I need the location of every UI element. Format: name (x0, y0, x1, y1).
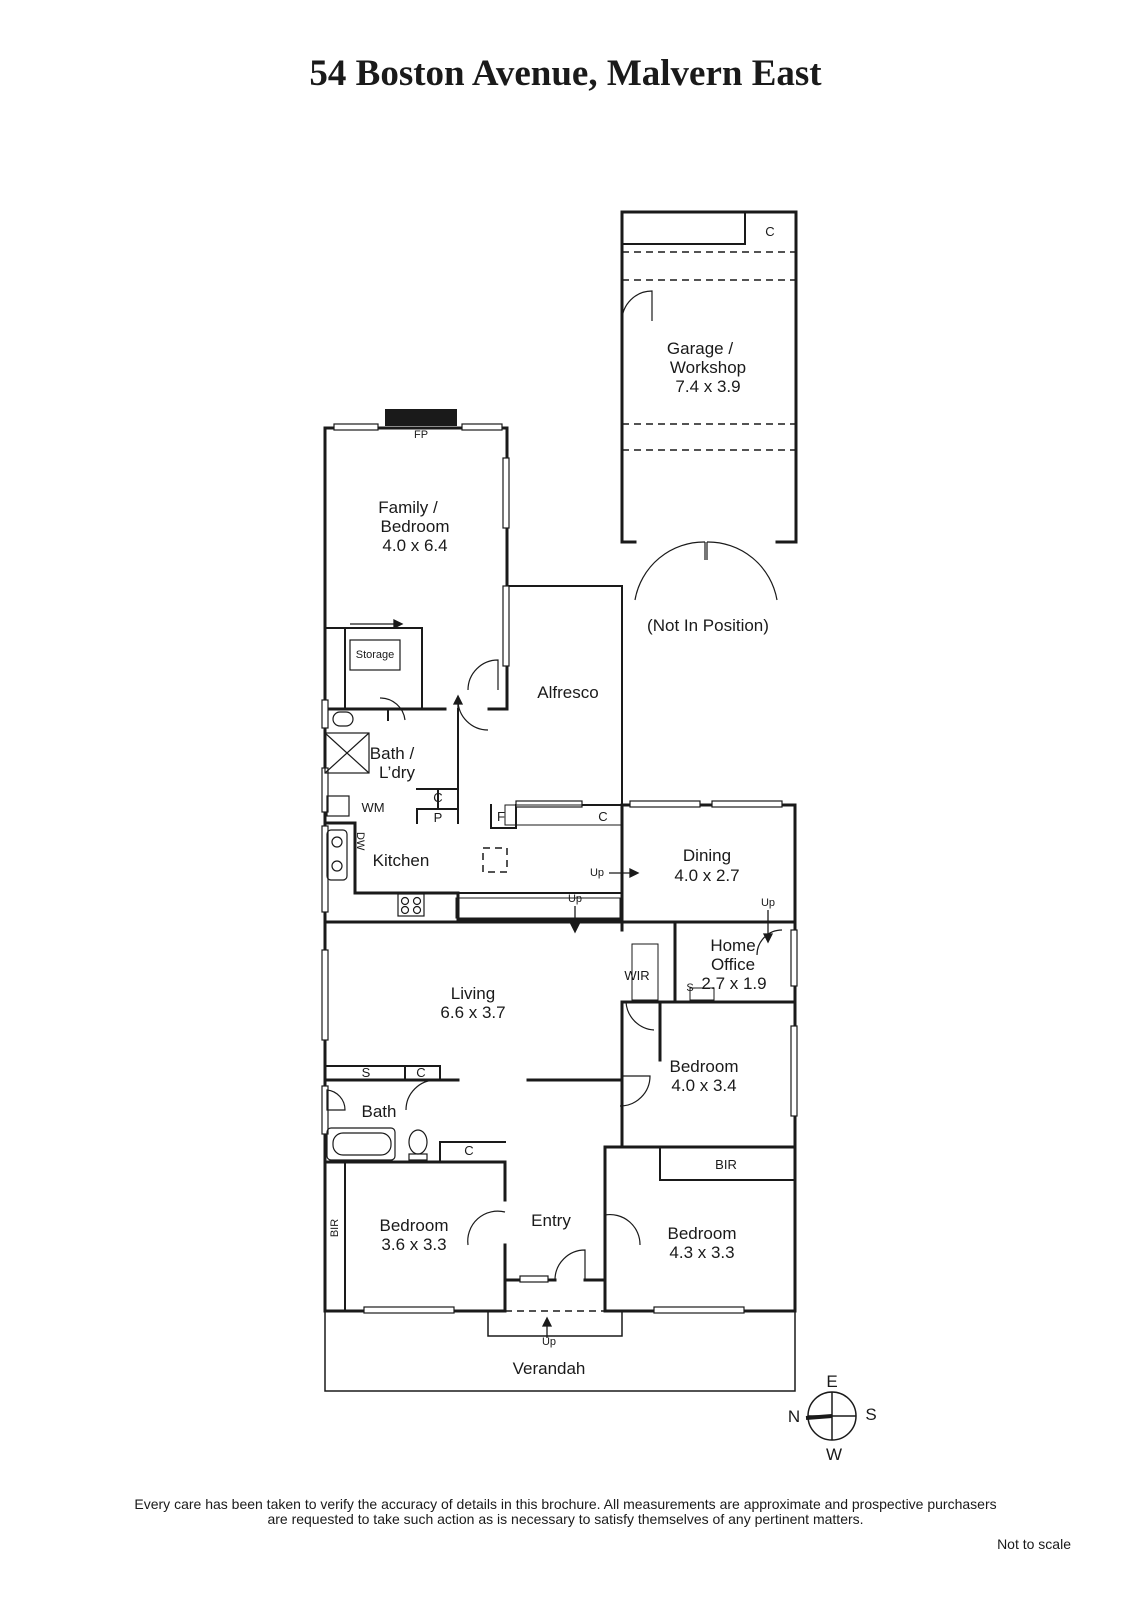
bathtub-icon (326, 1127, 396, 1161)
compass-east: E (826, 1372, 837, 1391)
alfresco-label: Alfresco (537, 683, 598, 702)
washing-machine-icon (326, 795, 350, 817)
bedroom-sw-label: Bedroom (380, 1216, 449, 1235)
bath-label: Bath (362, 1102, 397, 1121)
bedroom-east-label: Bedroom (670, 1057, 739, 1076)
not-in-position-label: (Not In Position) (647, 616, 769, 635)
cupboard-label-hall: C (464, 1143, 473, 1158)
living-label: Living (451, 984, 495, 1003)
bedroom-se-size: 4.3 x 3.3 (669, 1243, 734, 1262)
fireplace (385, 409, 457, 426)
bedroom-east-size: 4.0 x 3.4 (671, 1076, 736, 1095)
disclaimer: Every care has been taken to verify the … (0, 1497, 1131, 1527)
cupboard-label-bath: C (416, 1065, 425, 1080)
compass-south: S (865, 1405, 876, 1424)
garage-label: Garage / (667, 339, 733, 358)
cupboard-label-kitchen: C (598, 809, 607, 824)
vanity-icon (326, 1089, 346, 1111)
family-label-2: Bedroom (381, 517, 450, 536)
sink-icon (326, 829, 348, 881)
windows (321, 423, 798, 1314)
compass-labels: E N S W (788, 1372, 877, 1464)
cupboard-label-garage: C (765, 224, 774, 239)
family-size: 4.0 x 6.4 (382, 536, 447, 555)
cupboard-label-laundry: C (433, 790, 442, 805)
fixture-labels: C C P WM DW F C Up Up Up S S C C BIR BIR… (329, 224, 775, 1348)
kitchen-label: Kitchen (373, 851, 430, 870)
doors (379, 290, 783, 1281)
home-office-size: 2.7 x 1.9 (701, 974, 766, 993)
up-label-verandah: Up (542, 1336, 556, 1348)
living-size: 6.6 x 3.7 (440, 1003, 505, 1022)
up-label-office: Up (761, 897, 775, 909)
fixtures (324, 639, 715, 1161)
storage-box (349, 639, 401, 671)
disclaimer-line-1: Every care has been taken to verify the … (134, 1496, 997, 1512)
disclaimer-line-2: are requested to take such action as is … (267, 1511, 864, 1527)
dashed-lines (482, 251, 796, 1312)
compass (805, 1391, 857, 1441)
plan-title: 54 Boston Avenue, Malvern East (309, 53, 822, 94)
home-office-label: Home (710, 936, 755, 955)
home-office-label-2: Office (711, 955, 755, 974)
garage-label-2: Workshop (670, 358, 746, 377)
bir-label-west: BIR (329, 1219, 341, 1237)
shelf-label-office: S (686, 982, 693, 994)
dishwasher-label: DW (354, 832, 366, 851)
arrows (350, 618, 774, 1338)
dining-size: 4.0 x 2.7 (674, 866, 739, 885)
compass-north: N (788, 1407, 800, 1426)
shower-icon (324, 732, 370, 774)
entry-label: Entry (531, 1211, 571, 1230)
toilet-icon (332, 711, 354, 727)
cooktop-icon (397, 893, 425, 917)
room-labels: Garage / Workshop 7.4 x 3.9 (Not In Posi… (356, 339, 769, 1378)
washing-machine-label: WM (361, 800, 384, 815)
garage-size: 7.4 x 3.9 (675, 377, 740, 396)
family-label: Family / (378, 498, 438, 517)
storage-label: Storage (356, 649, 395, 661)
bath-laundry-label-2: L’dry (379, 763, 415, 782)
pantry-label: P (434, 810, 443, 825)
fireplace-label: FP (414, 429, 428, 441)
shelf-label-bath: S (362, 1065, 371, 1080)
bedroom-sw-size: 3.6 x 3.3 (381, 1235, 446, 1254)
compass-west: W (826, 1445, 842, 1464)
bath-laundry-label: Bath / (370, 744, 415, 763)
not-to-scale-note: Not to scale (997, 1536, 1071, 1552)
wir-label: WIR (624, 968, 649, 983)
toilet-icon-2 (408, 1129, 428, 1155)
up-label-dining: Up (590, 867, 604, 879)
verandah-label: Verandah (513, 1359, 586, 1378)
dining-label: Dining (683, 846, 731, 865)
bir-label-east: BIR (715, 1157, 737, 1172)
fridge-label: F (497, 809, 505, 824)
up-label-living: Up (568, 893, 582, 905)
bedroom-se-label: Bedroom (668, 1224, 737, 1243)
